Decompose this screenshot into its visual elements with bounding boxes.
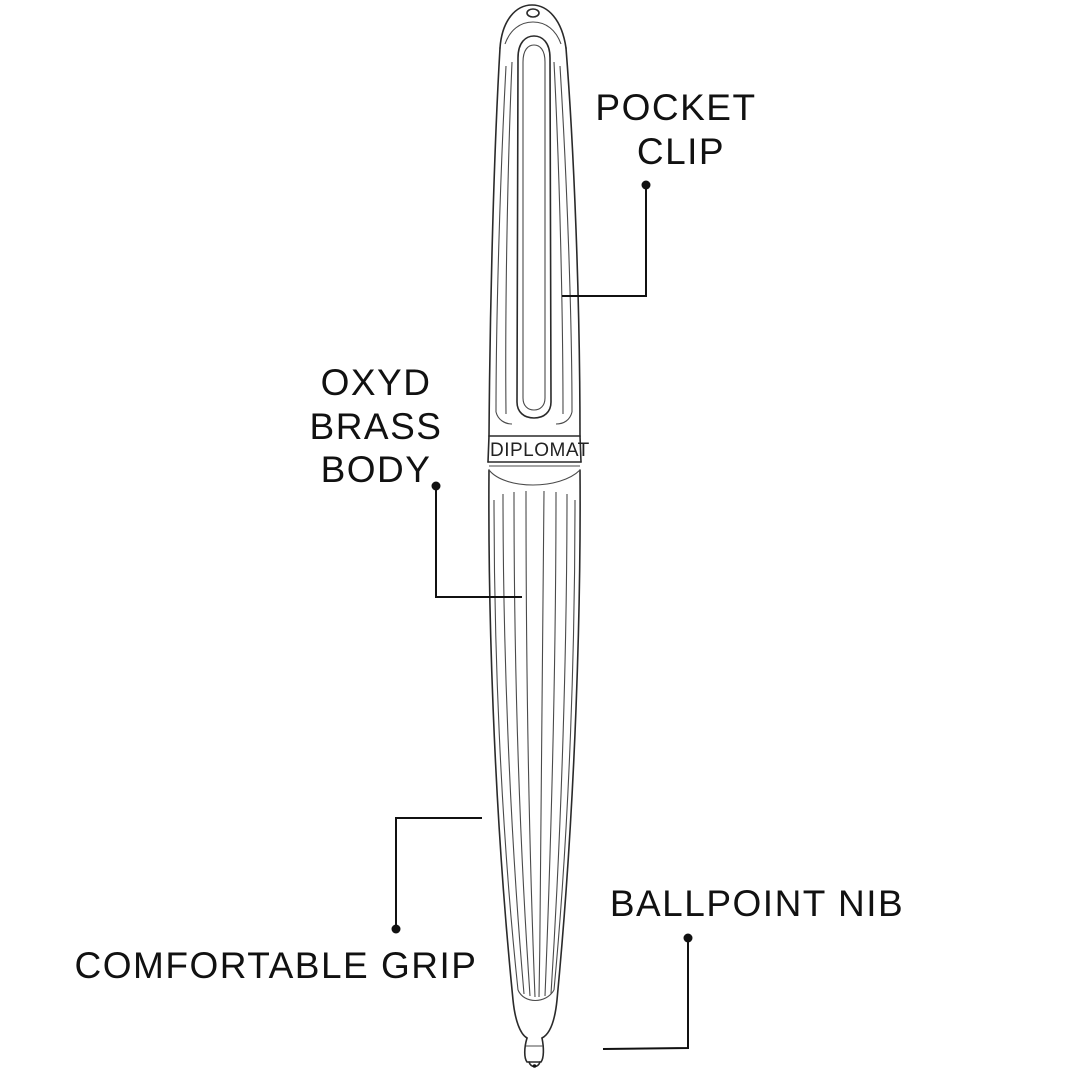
- callout-grip: COMFORTABLE GRIP: [75, 817, 482, 986]
- leader-line-grip: [395, 817, 482, 929]
- brand-band: DIPLOMAT: [487, 435, 590, 467]
- leader-line-body: [435, 486, 522, 598]
- callout-label-nib: BALLPOINT NIB: [610, 883, 904, 924]
- leader-dot-grip: [391, 924, 401, 934]
- pen-cap-top: [499, 4, 567, 49]
- leader-dot-nib: [683, 933, 693, 943]
- callout-label-grip: COMFORTABLE GRIP: [75, 945, 478, 986]
- pen-barrel: [488, 469, 581, 1039]
- callout-body: OXYD BRASS BODY: [310, 362, 522, 598]
- callout-label-oxyd: OXYD: [321, 362, 432, 403]
- leader-dot-body: [431, 481, 441, 491]
- ballpoint-tip: [523, 1037, 545, 1068]
- callout-pocket-clip: POCKET CLIP: [562, 87, 756, 297]
- leader-line-nib: [602, 938, 689, 1050]
- leader-line-pocket-clip: [562, 185, 647, 297]
- pocket-clip: [516, 35, 552, 419]
- pen-cap-body: [488, 47, 581, 437]
- pen-illustration: DIPLOMAT: [487, 4, 590, 1068]
- callout-label-clip: CLIP: [637, 131, 725, 172]
- callout-label-body: BODY: [321, 449, 432, 490]
- callout-label-brass: BRASS: [310, 406, 443, 447]
- callout-label-pocket: POCKET: [595, 87, 756, 128]
- brand-mark: DIPLOMAT: [490, 440, 590, 461]
- callout-nib: BALLPOINT NIB: [602, 883, 904, 1050]
- leader-dot-pocket-clip: [641, 180, 651, 190]
